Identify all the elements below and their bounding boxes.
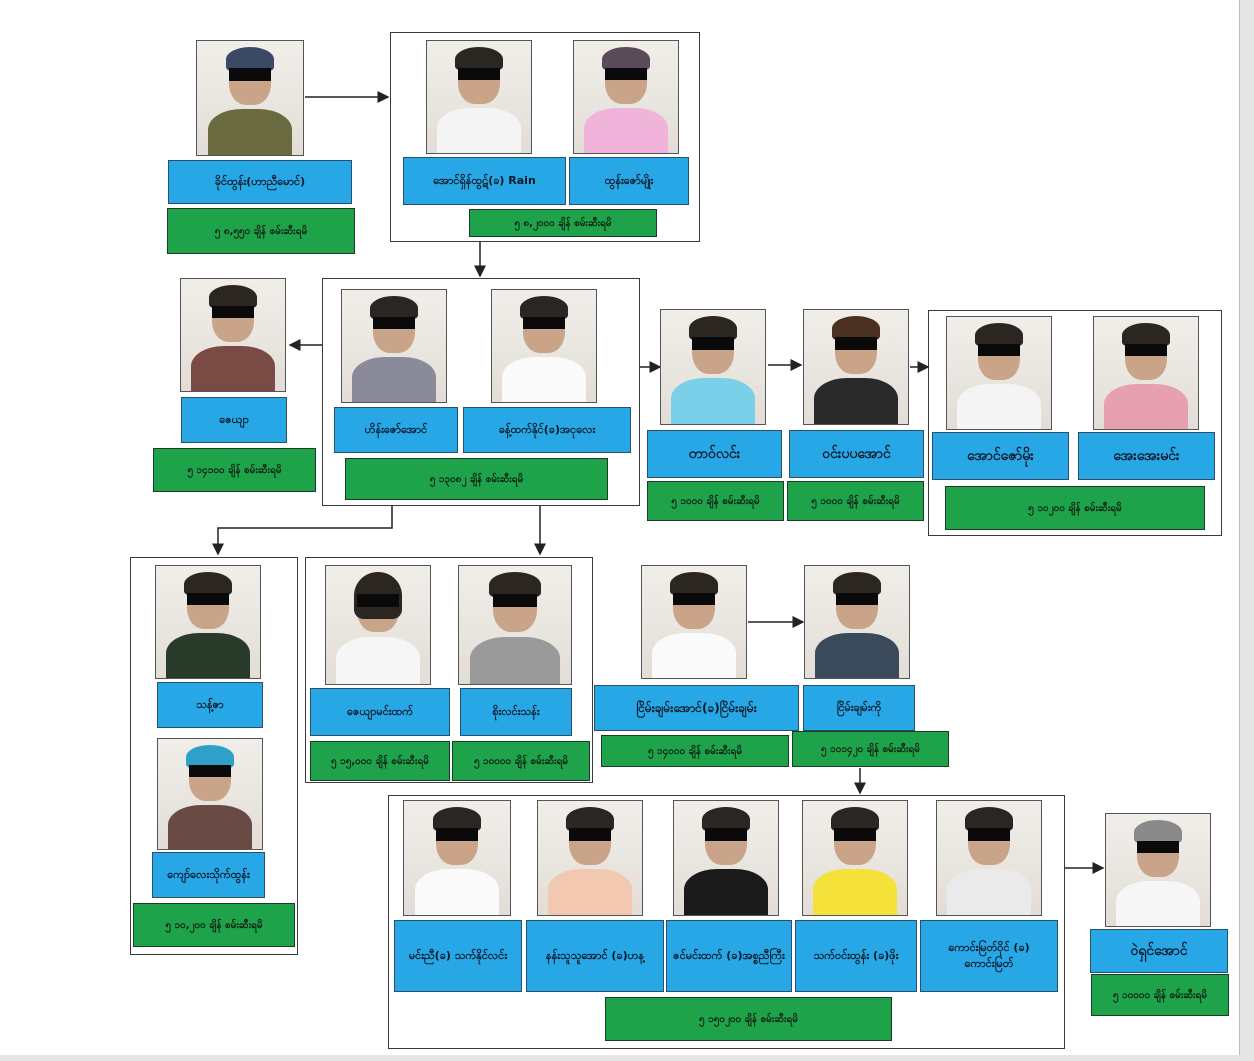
count-right-group: ၅ ၁၀၂၀၀ ချိန် စမ်းဆီးရမိ xyxy=(945,486,1205,530)
name-p16: ငြိမ်းချမ်းကို xyxy=(803,685,915,731)
name-p15: ငြိမ်းချမ်းအောင်(ခ)ငြိမ်းချမ်း xyxy=(594,685,799,731)
page-right-edge xyxy=(1239,0,1254,1061)
count-left-column: ၅ ၁၀,၂၀၀ ချိန် စမ်းဆီးရမိ xyxy=(133,903,295,947)
photo-p21 xyxy=(936,800,1042,916)
name-p17: မင်းညီ(ခ) သက်နိုင်လင်း xyxy=(394,920,522,992)
name-p14: စိုးလင်းသန်း xyxy=(460,688,572,736)
photo-p7 xyxy=(660,309,766,425)
name-p19: ဇင်မင်းထက် (ခ)အစ္စညီကြီး xyxy=(666,920,792,992)
photo-p11 xyxy=(155,565,261,679)
count-p4: ၅ ၁၄၁၀၀ ချိန် စမ်းဆီးရမိ xyxy=(153,448,316,492)
count-top-group: ၅ ၈,၂၀၀၀ ချိန် စမ်းဆီးရမိ xyxy=(469,209,657,237)
photo-p14 xyxy=(458,565,572,685)
photo-p12 xyxy=(157,738,263,850)
name-p10: အေးအေးမင်း xyxy=(1078,432,1215,480)
photo-p8 xyxy=(803,309,909,425)
name-p20: သက်ဝင်းထွန်း (ခ)ဖိုး xyxy=(795,920,917,992)
name-p12: ကျော်လေးသိုက်ထွန်း xyxy=(152,852,265,898)
photo-p3 xyxy=(573,40,679,154)
name-p9: အောင်ဇော်မိုး xyxy=(932,432,1069,480)
name-p13: ဇေယျာမင်းထက် xyxy=(310,688,450,736)
photo-p4 xyxy=(180,278,286,392)
count-p1: ၅ ၈,၅၅၀ ချိန် စမ်းဆီးရမိ xyxy=(167,208,355,254)
photo-p20 xyxy=(802,800,908,916)
name-p3: ထွန်းဇော်မျိုး xyxy=(569,157,689,205)
name-p2: အောင်ရှိန်ထွဋ်(ခ) Rain xyxy=(403,157,566,205)
count-p13: ၅ ၁၅,၀၀၀ ချိန် စမ်းဆီးရမိ xyxy=(310,741,450,781)
name-p5: ဟိန်းဇော်အောင် xyxy=(334,407,458,453)
count-p8: ၅ ၁၀၀၀ ချိန် စမ်းဆီးရမိ xyxy=(787,481,924,521)
photo-p13 xyxy=(325,565,431,685)
photo-p2 xyxy=(426,40,532,154)
photo-p5 xyxy=(341,289,447,403)
name-p1: ခိုင်ထွန်း(ဟာညီမောင်) xyxy=(168,160,352,204)
name-p11: သန့်ဇာ xyxy=(157,682,263,728)
arrow-middle-to-left-column xyxy=(212,506,393,556)
photo-p10 xyxy=(1093,316,1199,430)
photo-p22 xyxy=(1105,813,1211,927)
photo-p6 xyxy=(491,289,597,403)
count-bottom-group: ၅ ၁၅၀၂၀၀ ချိန် စမ်းဆီးရမိ xyxy=(605,997,892,1041)
count-middle-group: ၅ ၁၃၀၈၂ ချိန် စမ်းဆီးရမိ xyxy=(345,458,608,500)
name-p21: ကောင်းမြတ်ဝိုင် (ခ) ကောင်းမြတ် xyxy=(920,920,1058,992)
count-p15: ၅ ၁၄၀၀၀ ချိန် စမ်းဆီးရမိ xyxy=(601,735,789,767)
count-p7: ၅ ၁၀၀၀ ချိန် စမ်းဆီးရမိ xyxy=(647,481,784,521)
name-p4: ဇေယျာ xyxy=(181,397,287,443)
name-p7: တာဝ်လင်း xyxy=(647,430,782,478)
name-p22: ဝဲရှင်အောင် xyxy=(1090,929,1228,973)
photo-p1 xyxy=(196,40,304,156)
photo-p18 xyxy=(537,800,643,916)
page-bottom-edge xyxy=(0,1055,1254,1061)
photo-p16 xyxy=(804,565,910,679)
name-p6: ခန့်ထက်နိုင်(ခ)အငုလေး xyxy=(463,407,631,453)
photo-p15 xyxy=(641,565,747,679)
name-p18: နန်းသူသူအောင် (ခ)ဟန့ xyxy=(526,920,664,992)
count-p22: ၅ ၁၀၀၀၀ ချိန် စမ်းဆီးရမိ xyxy=(1091,974,1229,1016)
photo-p17 xyxy=(403,800,511,916)
count-p14: ၅ ၁၀၀၀၀ ချိန် စမ်းဆီးရမိ xyxy=(452,741,590,781)
count-p16: ၅ ၁၀၁၄၂၀ ချိန် စမ်းဆီးရမိ xyxy=(792,731,949,767)
photo-p9 xyxy=(946,316,1052,430)
name-p8: ဝင်းပပအောင် xyxy=(789,430,924,478)
photo-p19 xyxy=(673,800,779,916)
